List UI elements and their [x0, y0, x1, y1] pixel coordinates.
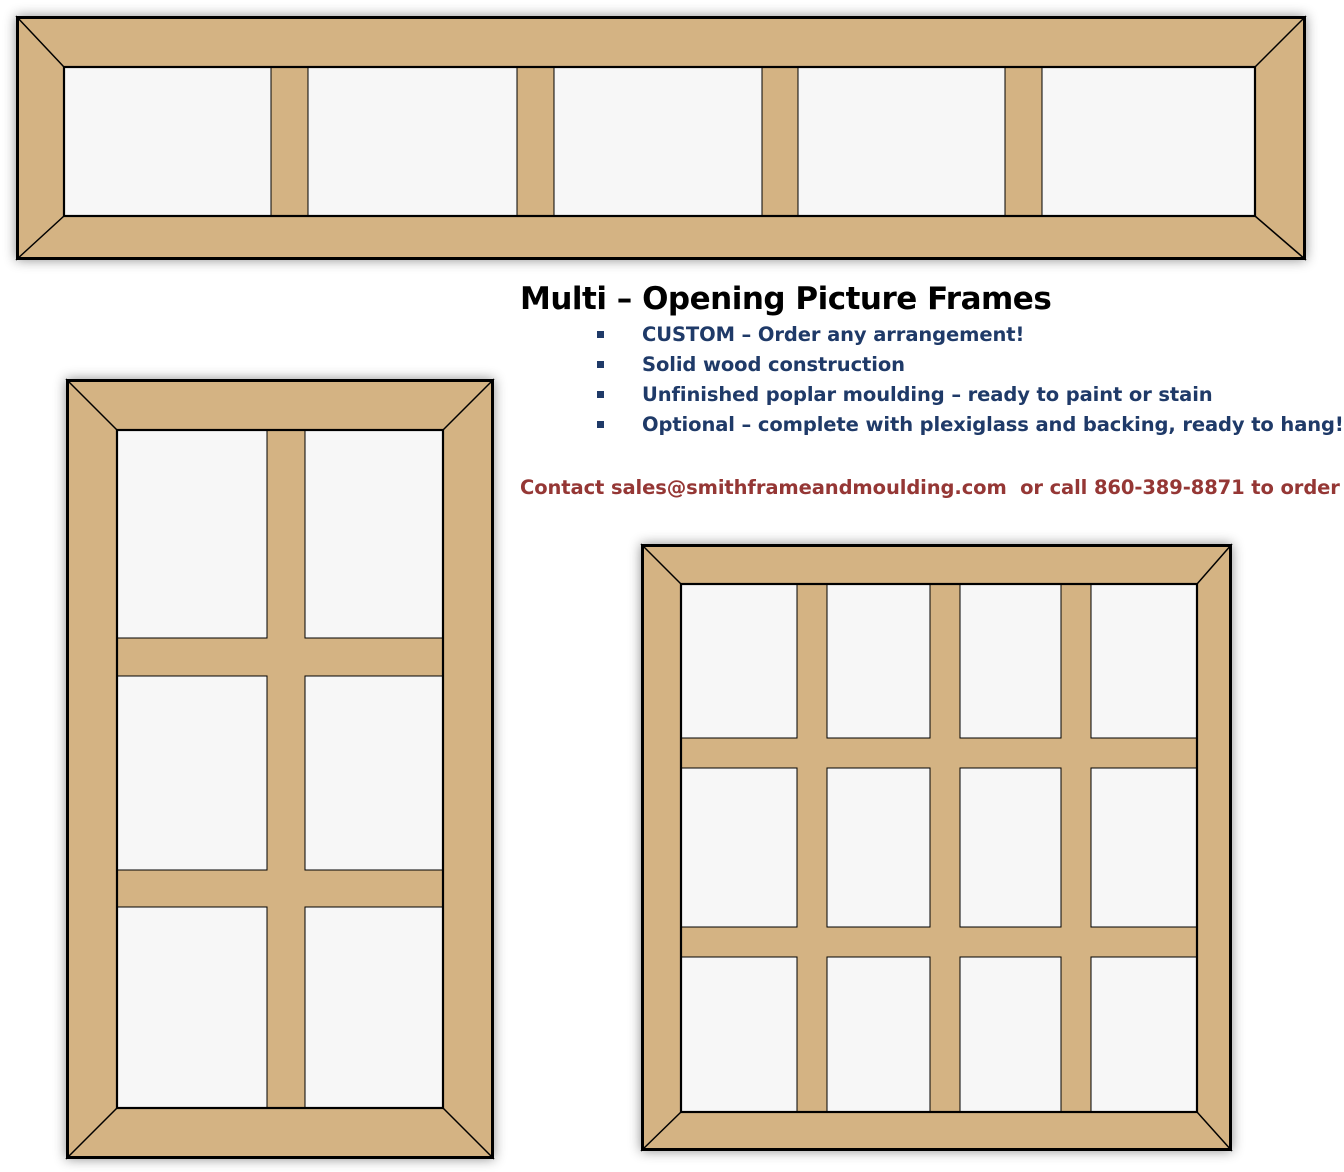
frame-opening [826, 767, 931, 928]
frame-opening [959, 956, 1062, 1113]
feature-text: Solid wood construction [642, 353, 905, 376]
feature-item: CUSTOM – Order any arrangement! [520, 320, 1320, 350]
horizontal-strip-frame [15, 15, 1307, 261]
frame-opening [116, 429, 268, 639]
frame-opening [553, 66, 763, 217]
product-info: Multi – Opening Picture Frames CUSTOM – … [520, 278, 1344, 503]
square-bullet-icon [597, 391, 604, 398]
frame-opening [116, 906, 268, 1109]
vertical-six-opening-frame [65, 378, 495, 1160]
page-title: Multi – Opening Picture Frames [520, 281, 1052, 317]
frame-opening [680, 956, 798, 1113]
feature-text: Optional – complete with plexiglass and … [642, 413, 1344, 436]
contact-line: Contact sales@smithframeandmoulding.com … [520, 476, 1340, 499]
frame-opening [304, 429, 444, 639]
frame-opening [959, 583, 1062, 739]
feature-item: Unfinished poplar moulding – ready to pa… [520, 380, 1320, 410]
frame-opening [1090, 956, 1198, 1113]
square-bullet-icon [597, 331, 604, 338]
feature-list: CUSTOM – Order any arrangement! Solid wo… [520, 320, 1344, 440]
feature-item: Solid wood construction [520, 350, 1320, 380]
frame-opening [797, 66, 1006, 217]
frame-opening [304, 906, 444, 1109]
frame-opening [826, 583, 931, 739]
frame-opening [680, 767, 798, 928]
square-bullet-icon [597, 421, 604, 428]
frame-opening [826, 956, 931, 1113]
feature-text: CUSTOM – Order any arrangement! [642, 323, 1025, 346]
feature-item: Optional – complete with plexiglass and … [520, 410, 1344, 440]
frame-opening [1041, 66, 1256, 217]
twelve-opening-frame [640, 543, 1233, 1152]
frame-opening [1090, 767, 1198, 928]
frame-opening [680, 583, 798, 739]
frame-opening [63, 66, 272, 217]
frame-opening [307, 66, 518, 217]
frame-opening [116, 675, 268, 871]
frame-opening [304, 675, 444, 871]
frame-opening [959, 767, 1062, 928]
square-bullet-icon [597, 361, 604, 368]
feature-text: Unfinished poplar moulding – ready to pa… [642, 383, 1213, 406]
frame-opening [1090, 583, 1198, 739]
